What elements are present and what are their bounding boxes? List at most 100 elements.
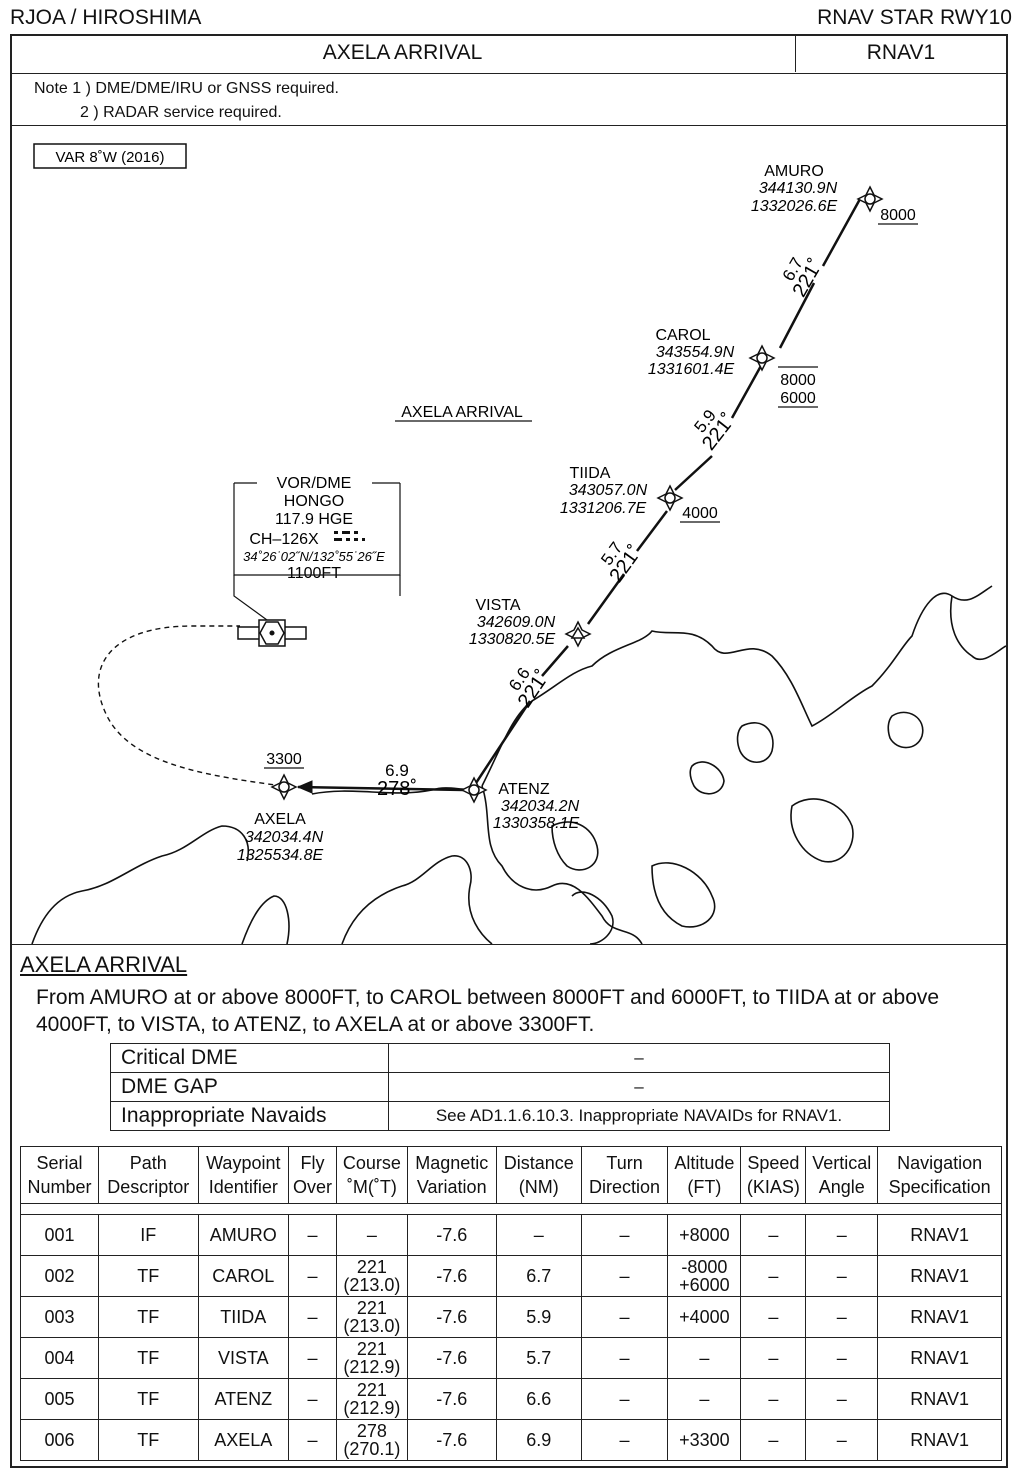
title-row: AXELA ARRIVAL RNAV1 xyxy=(10,34,1008,74)
waypoint-atenz-icon[interactable] xyxy=(460,776,488,804)
map-divider xyxy=(10,944,1008,945)
cell-nav: RNAV1 xyxy=(877,1214,1002,1256)
route-leg-vista-atenz xyxy=(472,645,569,787)
cell-alt: +4000 xyxy=(667,1296,742,1338)
course-magnetic: – xyxy=(366,1225,377,1245)
cell-alt: – xyxy=(667,1378,742,1420)
morse-code-icon xyxy=(334,531,365,541)
waypoint-carol-icon[interactable] xyxy=(748,344,776,372)
cell-vangle: – xyxy=(805,1296,879,1338)
cell-turn: – xyxy=(580,1214,669,1256)
vectoring-dashed-path xyxy=(97,625,283,787)
dme-label-gap: DME GAP xyxy=(110,1072,389,1102)
cell-serial: 004 xyxy=(20,1337,99,1379)
cell-turn: – xyxy=(580,1337,669,1379)
cell-turn: – xyxy=(580,1296,669,1338)
cell-course: 221(213.0) xyxy=(336,1255,408,1297)
course-true: (212.9) xyxy=(343,1398,401,1418)
table-row: Critical DME – xyxy=(110,1043,890,1073)
variation-label: VAR 8˚W (2016) xyxy=(56,149,165,166)
table-spacer-row xyxy=(20,1203,1002,1215)
course-true: (270.1) xyxy=(343,1439,401,1459)
cell-alt: -8000+6000 xyxy=(667,1255,742,1297)
coastline xyxy=(31,585,1006,944)
vor-dme-icon[interactable] xyxy=(237,619,307,647)
cell-fly: – xyxy=(288,1214,338,1256)
table-row: DME GAP – xyxy=(110,1072,890,1102)
dme-value-inappropriate: See AD1.1.6.10.3. Inappropriate NAVAIDs … xyxy=(388,1101,890,1131)
cell-serial: 002 xyxy=(20,1255,99,1297)
route-legs xyxy=(97,198,862,794)
header-course: Course˚M(˚T) xyxy=(336,1146,408,1204)
cell-dist: 5.9 xyxy=(495,1296,582,1338)
cell-course: 221(213.0) xyxy=(336,1296,408,1338)
route-leg-arrowhead xyxy=(296,780,313,794)
waypoint-carol-altitude-lower: 6000 xyxy=(780,390,816,407)
cell-speed: – xyxy=(740,1296,807,1338)
waypoint-tiida-icon[interactable] xyxy=(656,484,684,512)
waypoint-axela-lon: 1325534.8E xyxy=(237,847,324,864)
course-magnetic: 221 xyxy=(356,1298,387,1318)
cell-nav: RNAV1 xyxy=(877,1419,1002,1461)
waypoint-symbols xyxy=(270,185,884,804)
cell-nav: RNAV1 xyxy=(877,1296,1002,1338)
leg-5-distance: 6.9 xyxy=(385,761,409,780)
cell-magvar: -7.6 xyxy=(406,1419,497,1461)
navaid-coordinates: 34˚26˙02˝N/132˚55˙26˝E xyxy=(243,549,385,564)
waypoint-amuro-lat: 344130.9N xyxy=(759,180,838,197)
waypoint-axela-altitude: 3300 xyxy=(266,751,302,768)
cell-vangle: – xyxy=(805,1378,879,1420)
cell-serial: 006 xyxy=(20,1419,99,1461)
cell-course: – xyxy=(336,1214,408,1256)
map-area[interactable]: VAR 8˚W (2016) AXELA ARRIVAL VOR/DME HON… xyxy=(12,126,1006,944)
navaid-name: HONGO xyxy=(284,493,344,510)
waypoint-tiida-altitude: 4000 xyxy=(682,505,718,522)
cell-magvar: -7.6 xyxy=(406,1255,497,1297)
navaid-elevation: 1100FT xyxy=(287,565,341,582)
waypoint-amuro-icon[interactable] xyxy=(856,185,884,213)
waypoint-carol-lat: 343554.9N xyxy=(656,344,735,361)
leg-5-course: 278˚ xyxy=(377,778,417,800)
cell-vangle: – xyxy=(805,1337,879,1379)
variation-box xyxy=(33,143,187,169)
nav-spec-title: RNAV1 xyxy=(866,41,936,64)
course-true: (213.0) xyxy=(343,1275,401,1295)
navaid-channel: CH–126X xyxy=(249,531,319,548)
navaid-type: VOR/DME xyxy=(277,475,352,492)
route-leg-amuro-carol xyxy=(778,198,862,349)
waypoint-tiida-lat: 343057.0N xyxy=(569,482,648,499)
waypoint-vista-lat: 342609.0N xyxy=(477,614,556,631)
waypoint-axela-icon[interactable] xyxy=(270,773,298,801)
altitude-primary: +8000 xyxy=(679,1225,730,1245)
altitude-primary: – xyxy=(699,1389,710,1409)
dme-value-critical: – xyxy=(388,1043,890,1073)
waypoint-carol-lon: 1331601.4E xyxy=(648,361,735,378)
waypoint-carol-altitude-upper: 8000 xyxy=(780,372,816,389)
cell-course: 278(270.1) xyxy=(336,1419,408,1461)
waypoint-tiida-lon: 1331206.7E xyxy=(560,500,647,517)
description-text: From AMURO at or above 8000FT, to CAROL … xyxy=(36,986,940,1036)
cell-fly: – xyxy=(288,1255,338,1297)
course-magnetic: 221 xyxy=(356,1380,387,1400)
waypoint-atenz-lat: 342034.2N xyxy=(501,798,580,815)
cell-serial: 003 xyxy=(20,1296,99,1338)
cell-path: TF xyxy=(98,1337,199,1379)
route-leg-carol-tiida xyxy=(674,363,764,491)
route-leg-tiida-vista xyxy=(586,510,668,625)
cell-wpt: AMURO xyxy=(197,1214,290,1256)
notes-section: Note 1 ) DME/DME/IRU or GNSS required. 2… xyxy=(10,74,1008,126)
waypoint-vista-icon[interactable] xyxy=(564,620,592,648)
cell-fly: – xyxy=(288,1296,338,1338)
note-2: 2 ) RADAR service required. xyxy=(80,104,282,121)
altitude-primary: +4000 xyxy=(679,1307,730,1327)
course-magnetic: 221 xyxy=(356,1339,387,1359)
